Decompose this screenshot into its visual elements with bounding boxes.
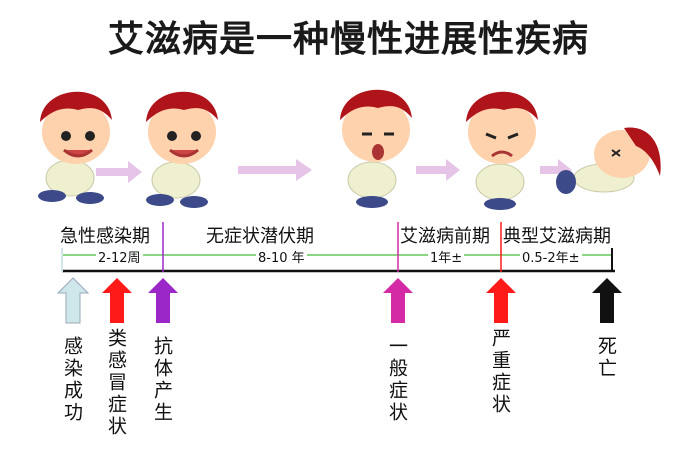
child-figure-3 [340,89,412,208]
phase-pre-aids: 艾滋病前期 [400,226,490,247]
phase-acute: 急性感染期 [60,226,150,247]
arrow-serious-symptoms [486,278,516,323]
arrow-flu-symptoms [102,278,132,323]
phase-latent: 无症状潜伏期 [206,226,314,247]
flow-arrow-3 [416,159,460,181]
event-label-antibody: 抗体产生 [151,336,173,424]
child-figure-1 [38,91,112,204]
page-title: 艾滋病是一种慢性进展性疾病 [107,19,589,60]
event-label-flu-symptoms: 类感冒症状 [105,328,127,438]
event-label-general-symptoms: 一般症状 [386,336,408,424]
arrow-infection [56,277,90,324]
event-label-serious-symptoms: 严重症状 [489,328,511,416]
child-figure-4 [466,91,538,210]
event-label-infection: 感染成功 [61,336,83,424]
event-label-death: 死亡 [595,336,617,380]
phase-aids: 典型艾滋病期 [503,226,611,247]
arrow-antibody [148,278,178,323]
child-figure-5 [556,127,661,194]
duration-pre-aids: 1年± [428,247,465,266]
duration-acute: 2-12周 [96,247,143,266]
arrow-general-symptoms [383,278,413,323]
flow-arrow-2 [238,159,312,181]
child-figure-2 [146,91,218,208]
event-arrows [56,277,622,324]
arrow-death [592,278,622,323]
duration-aids: 0.5-2年± [520,247,582,266]
duration-latent: 8-10 年 [256,247,307,266]
flow-arrow-1 [96,161,142,183]
